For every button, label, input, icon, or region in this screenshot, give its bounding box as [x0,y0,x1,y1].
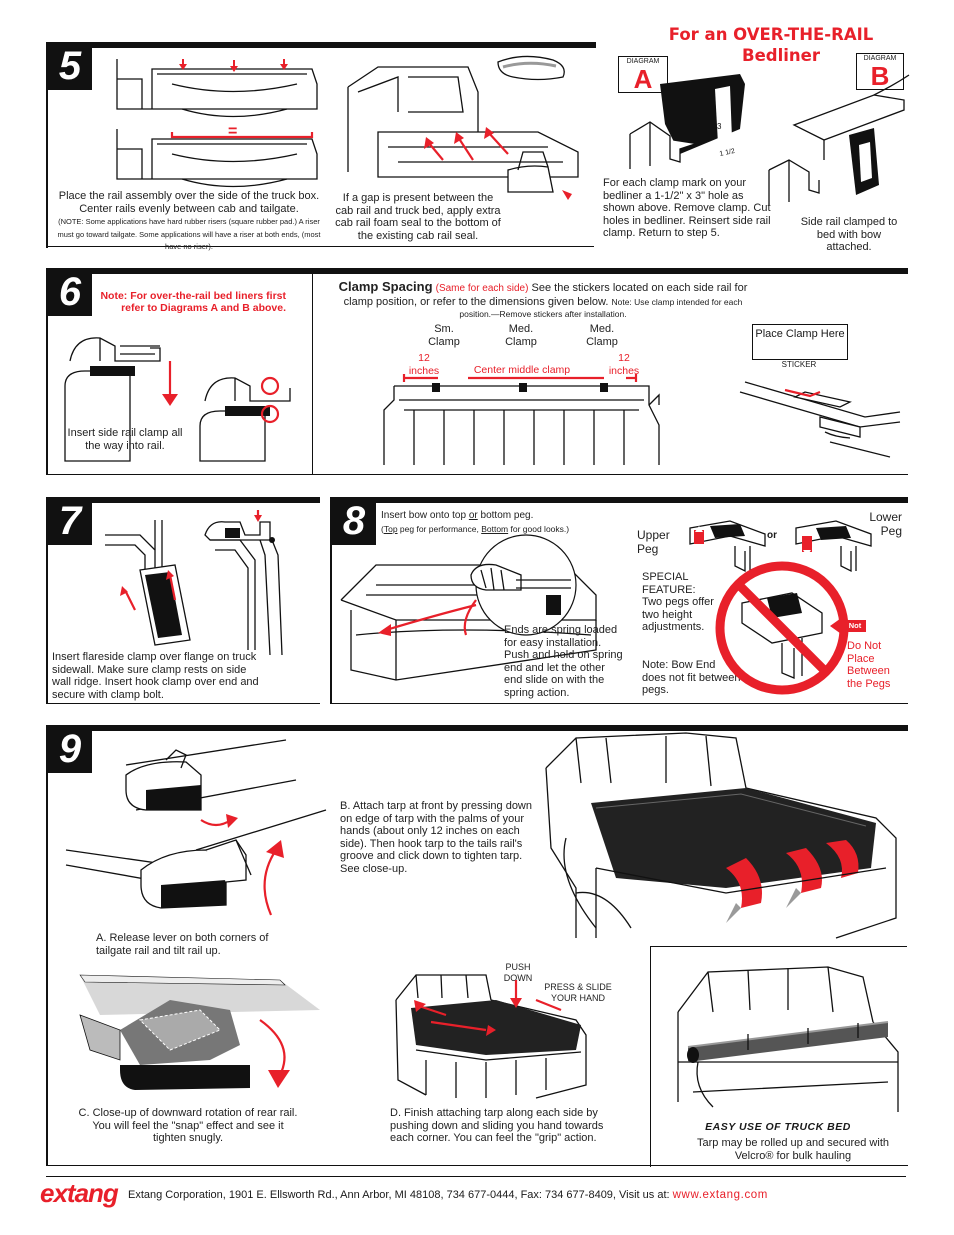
step-number: 9 [48,725,92,773]
step-6-note: Note: For over-the-rail bed liners first… [100,290,286,314]
no-symbol-illustration [715,561,849,695]
rolled-tarp-illustration [677,966,899,1112]
step-number: 7 [48,497,92,545]
step-5-right-rule [46,246,594,247]
clamp-spacing-paren: (Same for each side) [435,283,529,294]
diagram-a-caption: For each clamp mark on your bedliner a 1… [603,177,771,239]
do-not-place-text: Do Not Place Between the Pegs [847,640,891,690]
over-the-rail-title: For an OVER-THE-RAIL Bedliner [668,25,874,65]
step-9d-caption: D. Finish attaching tarp along each side… [390,1107,604,1144]
diagram-b-caption: Side rail clamped to bed with bow attach… [800,216,898,253]
dim-12-left: 12 inches [408,352,440,377]
bow-end-note: Note: Bow End does not fit between pegs. [642,659,741,696]
flareside-clamp-illustration [105,510,283,656]
step-5-panel: 5 [46,42,596,248]
easy-use-box [650,946,907,1167]
clamp-spacing-text: Clamp Spacing (Same for each side) See t… [338,279,748,319]
truck-tarp-front-illustration [545,732,897,939]
equal-mark: = [228,123,238,140]
diagram-a-label: DIAGRAM A [618,56,668,93]
truck-tarp-side-illustration [395,974,587,1099]
step-6-panel: 6 [46,268,908,475]
step-7-panel: 7 [46,497,320,704]
step-9a-caption: A. Release lever on both corners of tail… [96,932,269,957]
diagram-b-label: DIAGRAM B [856,53,904,90]
diagram-a-dim-1-1-2: 1 1/2 [719,148,736,158]
step-7-caption: Insert flareside clamp over flange on tr… [52,651,259,701]
sticker-box: Place Clamp Here [752,324,848,360]
step-8-intro: Insert bow onto top or bottom peg. (Top … [381,510,570,534]
push-down-label: PUSH DOWN [503,962,533,983]
step-number: 6 [48,268,92,316]
step-9b-caption: B. Attach tarp at front by pressing down… [340,800,532,875]
step-5-gap-caption: If a gap is present between the cab rail… [335,192,501,242]
diagram-a-dim-3: 3 [717,122,722,131]
lower-peg-illustration [795,520,872,573]
step-6-divider [312,274,313,474]
step-9-panel: 9 [46,725,908,1166]
clamp-label-sm: Sm. Clamp [428,323,460,348]
step-number: 5 [48,42,92,90]
not-arrow-icon [830,616,844,636]
easy-use-title: EASY USE OF TRUCK BED [705,1121,851,1133]
rear-rail-rotation-illustration [79,974,320,1090]
footer-website-link[interactable]: www.extang.com [672,1189,768,1201]
not-badge: Not [844,620,866,632]
clamp-label-med-2: Med. Clamp [586,323,618,348]
upper-peg-illustration [689,520,766,573]
step-6-caption: Insert side rail clamp all the way into … [67,427,183,452]
cab-rail-seal-illustration [347,55,579,200]
step-5-rail-note: (NOTE: Some applications have hard rubbe… [57,217,321,251]
tailgate-rail-release-illustration [65,739,327,916]
lower-peg-label: Lower Peg [869,510,902,538]
sticker-illustration [739,381,901,458]
footer-rule [46,1176,906,1177]
dim-center-middle: Center middle clamp [473,364,571,376]
step-8-intro-sub: (Top peg for performance, Bottom for goo… [381,523,570,534]
clamp-label-med-1: Med. Clamp [505,323,537,348]
spring-loaded-text: Ends are spring loaded for easy installa… [504,624,623,699]
upper-peg-label: Upper Peg [637,528,670,556]
bow-insertion-illustration [340,534,597,681]
or-label: or [767,530,777,541]
diagram-b-illustration [768,74,910,205]
dim-12-right: 12 inches [608,352,640,377]
footer-address: Extang Corporation, 1901 E. Ellsworth Rd… [128,1189,768,1201]
step-9c-caption: C. Close-up of downward rotation of rear… [78,1107,298,1144]
extang-logo: extang [40,1178,119,1208]
easy-use-text: Tarp may be rolled up and secured with V… [697,1137,889,1162]
clamp-spacing-title: Clamp Spacing [338,279,433,294]
step-8-panel: 8 [330,497,908,704]
side-rail-clamp-illustration [64,337,291,462]
sticker-caption: STICKER [781,360,817,369]
rail-assembly-illustration [116,59,318,188]
press-slide-label: PRESS & SLIDE YOUR HAND [544,982,612,1003]
step-5-rail-caption: Place the rail assembly over the side of… [57,190,321,251]
diagram-a-illustration: 3 1 1/2 [629,74,745,169]
special-feature-text: SPECIAL FEATURE: Two pegs offer two heig… [642,571,714,633]
truck-bed-clamp-spacing-illustration [383,374,660,465]
step-number: 8 [332,497,376,545]
